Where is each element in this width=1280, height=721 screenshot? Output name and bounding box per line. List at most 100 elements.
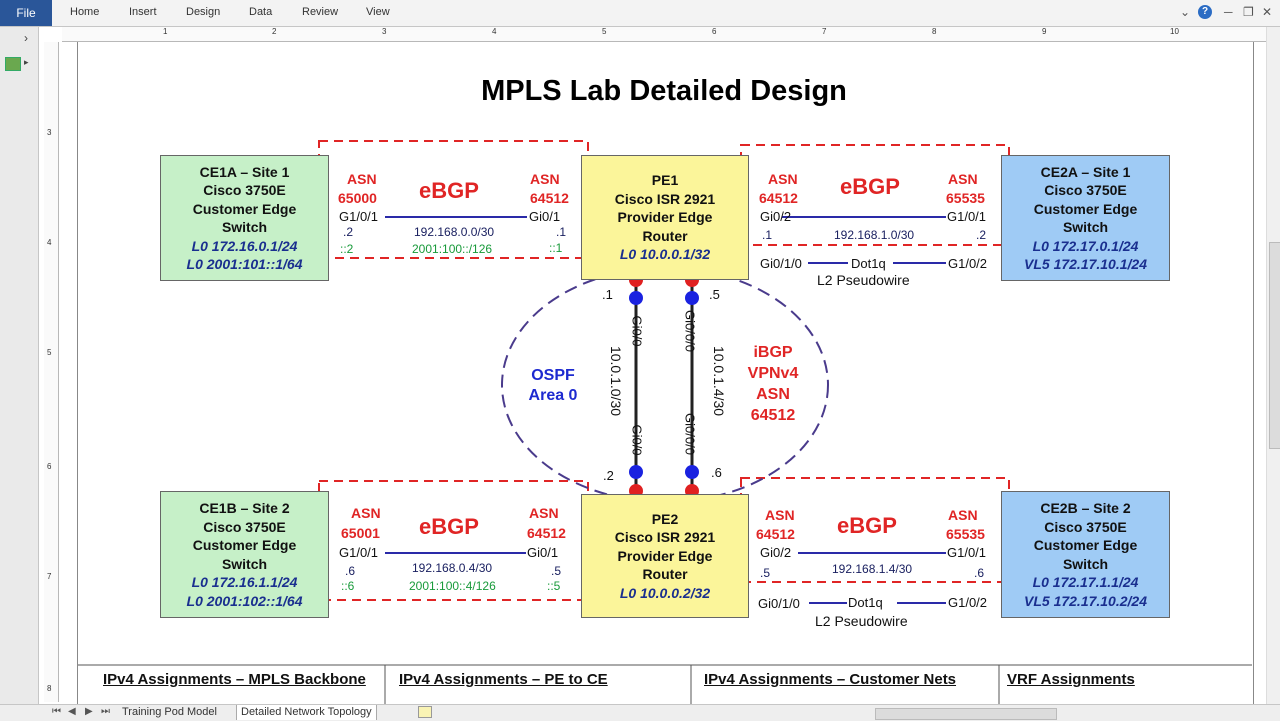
device-label: Cisco 3750E bbox=[1044, 518, 1127, 535]
expand-panel-icon[interactable]: › bbox=[24, 31, 28, 45]
prev-page-icon[interactable]: ◀ bbox=[68, 706, 76, 717]
subnet-ipv4: 192.168.0.4/30 bbox=[412, 561, 493, 575]
asn-label: ASN bbox=[351, 505, 381, 521]
asn-label: ASN bbox=[347, 171, 377, 187]
ruler-tick-label: 7 bbox=[822, 27, 827, 36]
shapes-icon[interactable] bbox=[5, 57, 21, 71]
minimize-icon[interactable]: ─ bbox=[1224, 5, 1233, 19]
interface-label: Gi0/1 bbox=[529, 209, 561, 224]
restore-icon[interactable]: ❐ bbox=[1243, 5, 1254, 19]
ruler-tick-label: 6 bbox=[712, 27, 717, 36]
device-label: CE1B – Site 2 bbox=[199, 500, 290, 516]
close-icon[interactable]: ✕ bbox=[1262, 5, 1273, 19]
device-label: Switch bbox=[1062, 555, 1109, 572]
ruler-tick-label: 10 bbox=[1170, 27, 1179, 36]
asn-number: 64512 bbox=[759, 190, 798, 206]
device-label: Cisco 3750E bbox=[203, 182, 286, 198]
ibgp-text: 64512 bbox=[750, 407, 796, 424]
device-label: Customer Edge bbox=[192, 537, 297, 553]
insert-page-icon[interactable] bbox=[418, 706, 432, 718]
interface-label: G1/0/2 bbox=[948, 256, 988, 271]
ruler-tick-label: 8 bbox=[47, 684, 52, 693]
ibgp-text: VPNv4 bbox=[747, 365, 799, 382]
subnet-ipv6: 2001:100::/126 bbox=[412, 242, 493, 256]
last-page-icon[interactable]: ⏭ bbox=[101, 706, 110, 717]
device-label: Router bbox=[642, 566, 688, 583]
page-tab-detailed-network-topology[interactable]: Detailed Network Topology bbox=[236, 705, 377, 720]
host-ipv4: .2 bbox=[976, 228, 987, 242]
host-ipv4: .5 bbox=[760, 566, 771, 580]
interface-label: G1/0/1 bbox=[947, 545, 987, 560]
asn-number: 64512 bbox=[756, 526, 795, 542]
host-ipv4: .1 bbox=[602, 287, 613, 302]
asn-label: ASN bbox=[768, 171, 798, 187]
interface-label: G1/0/2 bbox=[948, 595, 988, 610]
ospf-area-number: Area 0 bbox=[528, 387, 578, 404]
port-dot bbox=[629, 291, 643, 305]
tab-insert[interactable]: Insert bbox=[129, 6, 157, 18]
core-subnet-label: 10.0.1.4/30 bbox=[711, 345, 727, 417]
device-label: Switch bbox=[1062, 219, 1109, 235]
subnet-ipv4: 192.168.1.0/30 bbox=[834, 228, 915, 242]
device-label: CE2A – Site 1 bbox=[1040, 163, 1131, 180]
asn-label: ASN bbox=[530, 171, 560, 187]
device-ce1a[interactable]: CE1A – Site 1 Cisco 3750E Customer Edge … bbox=[160, 155, 329, 281]
port-dot bbox=[685, 465, 699, 479]
shapes-panel: › ▸ bbox=[0, 27, 39, 720]
pseudowire-label: L2 Pseudowire bbox=[815, 613, 908, 629]
ruler-tick-label: 5 bbox=[47, 348, 52, 357]
ospf-label: OSPF bbox=[531, 367, 575, 384]
section-header-customer-nets: IPv4 Assignments – Customer Nets bbox=[704, 671, 957, 688]
device-pe1[interactable]: PE1 Cisco ISR 2921 Provider Edge Router … bbox=[581, 155, 749, 280]
device-label: Customer Edge bbox=[1033, 200, 1138, 217]
tab-review[interactable]: Review bbox=[302, 6, 339, 18]
host-ipv4: .6 bbox=[345, 564, 356, 578]
page-tab-training-pod-model[interactable]: Training Pod Model bbox=[122, 706, 217, 718]
ruler-tick-label: 6 bbox=[47, 462, 52, 471]
asn-label: ASN bbox=[948, 171, 978, 187]
tab-data[interactable]: Data bbox=[249, 6, 273, 18]
horizontal-scroll-thumb[interactable] bbox=[875, 708, 1057, 720]
device-label: Cisco 3750E bbox=[203, 518, 286, 535]
tab-home[interactable]: Home bbox=[70, 6, 100, 18]
vertical-scrollbar[interactable] bbox=[1266, 27, 1280, 704]
loopback-label: L0 172.17.0.1/24 bbox=[1032, 237, 1139, 254]
device-ce1b[interactable]: CE1B – Site 2 Cisco 3750E Customer Edge … bbox=[160, 491, 329, 618]
tab-view[interactable]: View bbox=[366, 6, 390, 18]
host-ipv4: .5 bbox=[551, 564, 562, 578]
ruler-tick-label: 4 bbox=[492, 27, 497, 36]
interface-label: G1/0/1 bbox=[339, 545, 379, 560]
ruler-tick-label: 2 bbox=[272, 27, 277, 36]
interface-label: Gi0/0 bbox=[629, 315, 645, 347]
next-page-icon[interactable]: ▶ bbox=[85, 706, 93, 717]
scrollbar-thumb[interactable] bbox=[1269, 242, 1280, 449]
asn-number: 65535 bbox=[946, 190, 985, 206]
host-ipv6: ::6 bbox=[341, 579, 355, 593]
ruler-tick-label: 4 bbox=[47, 238, 52, 247]
asn-label: ASN bbox=[948, 507, 978, 523]
help-icon[interactable]: ? bbox=[1198, 5, 1212, 19]
tab-design[interactable]: Design bbox=[186, 6, 221, 18]
device-ce2b[interactable]: CE2B – Site 2 Cisco 3750E Customer Edge … bbox=[1001, 491, 1170, 618]
ribbon: File Home Insert Design Data Review View… bbox=[0, 0, 1280, 27]
interface-label: Gi0/0 bbox=[629, 424, 645, 456]
file-tab[interactable]: File bbox=[0, 0, 52, 26]
device-pe2[interactable]: PE2 Cisco ISR 2921 Provider Edge Router … bbox=[581, 494, 749, 618]
ruler-tick-label: 3 bbox=[47, 128, 52, 137]
interface-label: Gi0/1/0 bbox=[758, 596, 800, 611]
play-icon[interactable]: ▸ bbox=[24, 57, 29, 67]
device-label: PE2 bbox=[651, 510, 679, 527]
device-label: Switch bbox=[221, 219, 268, 235]
chevron-down-icon[interactable]: ⌄ bbox=[1180, 5, 1191, 19]
first-page-icon[interactable]: ⏮ bbox=[52, 706, 61, 717]
interface-label: Gi0/0/0 bbox=[682, 413, 698, 455]
ruler-tick-label: 3 bbox=[382, 27, 387, 36]
device-label: Cisco 3750E bbox=[1044, 182, 1127, 198]
asn-number: 64512 bbox=[530, 190, 569, 206]
asn-number: 65000 bbox=[338, 190, 377, 206]
diagram-title: MPLS Lab Detailed Design bbox=[481, 75, 847, 107]
interface-label: Gi0/0/0 bbox=[682, 310, 698, 352]
ruler-tick-label: 8 bbox=[932, 27, 937, 36]
device-label: CE2B – Site 2 bbox=[1040, 500, 1131, 516]
device-ce2a[interactable]: CE2A – Site 1 Cisco 3750E Customer Edge … bbox=[1001, 155, 1170, 281]
